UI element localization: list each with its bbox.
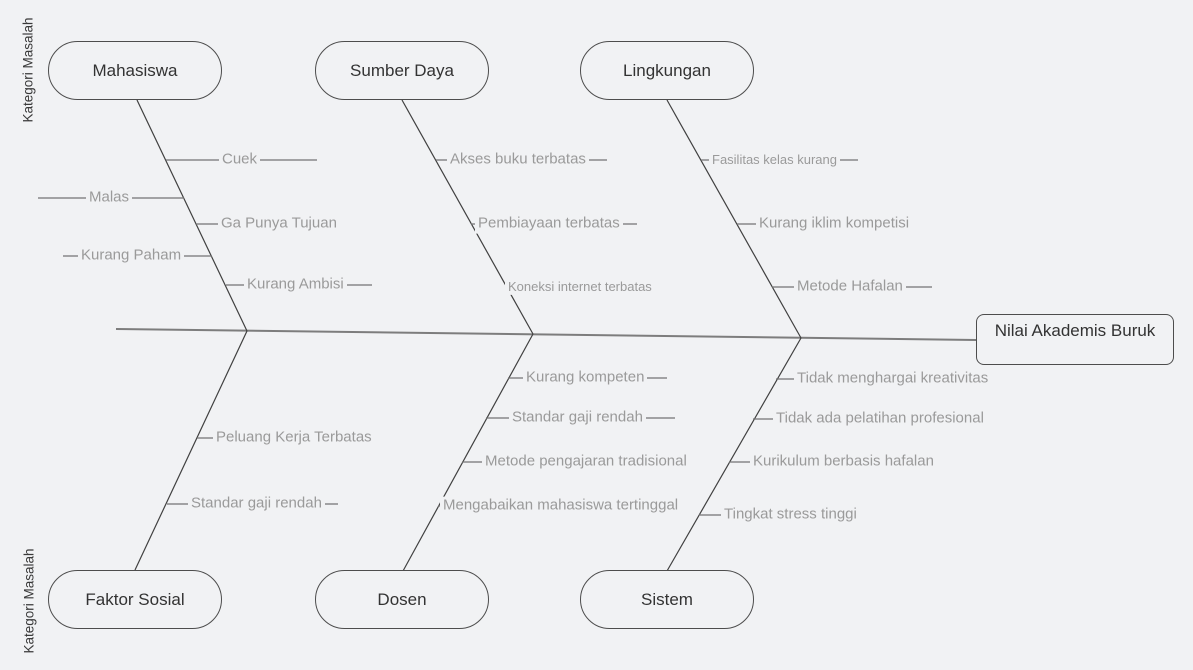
cause-label[interactable]: Metode pengajaran tradisional (482, 452, 690, 472)
cause-label[interactable]: Kurang iklim kompetisi (756, 214, 913, 234)
effect-node[interactable]: Nilai Akademis Buruk (976, 314, 1174, 365)
category-node-faktor-sosial[interactable]: Faktor Sosial (48, 570, 222, 629)
category-label: Dosen (377, 589, 427, 609)
category-label: Sistem (641, 589, 693, 609)
cause-label[interactable]: Koneksi internet terbatas (505, 278, 655, 296)
cause-label[interactable]: Kurang Paham (78, 246, 185, 266)
cause-label[interactable]: Metode Hafalan (794, 277, 906, 297)
effect-label: Nilai Akademis Buruk (994, 321, 1156, 340)
category-node-dosen[interactable]: Dosen (315, 570, 489, 629)
cause-label[interactable]: Peluang Kerja Terbatas (213, 428, 375, 448)
category-label: Mahasiswa (92, 60, 178, 80)
cause-label[interactable]: Kurang Ambisi (244, 275, 347, 295)
bone-line-sistem (666, 337, 802, 572)
bone-line-faktor-sosial (134, 330, 248, 571)
cause-label[interactable]: Pembiayaan terbatas (475, 214, 623, 234)
side-label-top: Kategori Masalah (20, 17, 36, 123)
category-label: Sumber Daya (350, 60, 454, 80)
cause-label[interactable]: Tidak ada pelatihan profesional (773, 409, 987, 429)
bone-line-dosen (402, 333, 534, 572)
bone-line-mahasiswa (136, 99, 248, 332)
cause-label[interactable]: Ga Punya Tujuan (218, 214, 340, 234)
cause-label[interactable]: Tingkat stress tinggi (721, 505, 860, 525)
cause-label[interactable]: Tidak menghargai kreativitas (794, 369, 992, 389)
category-label: Lingkungan (623, 60, 711, 80)
cause-label[interactable]: Akses buku terbatas (447, 150, 589, 170)
cause-label[interactable]: Kurikulum berbasis hafalan (750, 452, 937, 472)
category-label: Faktor Sosial (85, 589, 185, 609)
cause-label[interactable]: Standar gaji rendah (188, 494, 325, 514)
category-node-lingkungan[interactable]: Lingkungan (580, 41, 754, 100)
cause-label[interactable]: Malas (86, 188, 133, 208)
category-node-sistem[interactable]: Sistem (580, 570, 754, 629)
category-node-mahasiswa[interactable]: Mahasiswa (48, 41, 222, 100)
category-node-sumber-daya[interactable]: Sumber Daya (315, 41, 489, 100)
cause-label[interactable]: Standar gaji rendah (509, 408, 646, 428)
spine-line (115, 328, 977, 341)
bone-line-lingkungan (666, 99, 802, 339)
cause-label[interactable]: Cuek (219, 150, 261, 170)
side-label-bottom: Kategori Masalah (21, 548, 37, 654)
cause-label[interactable]: Kurang kompeten (523, 368, 648, 388)
cause-label[interactable]: Fasilitas kelas kurang (709, 151, 840, 169)
cause-label[interactable]: Mengabaikan mahasiswa tertinggal (440, 496, 682, 516)
